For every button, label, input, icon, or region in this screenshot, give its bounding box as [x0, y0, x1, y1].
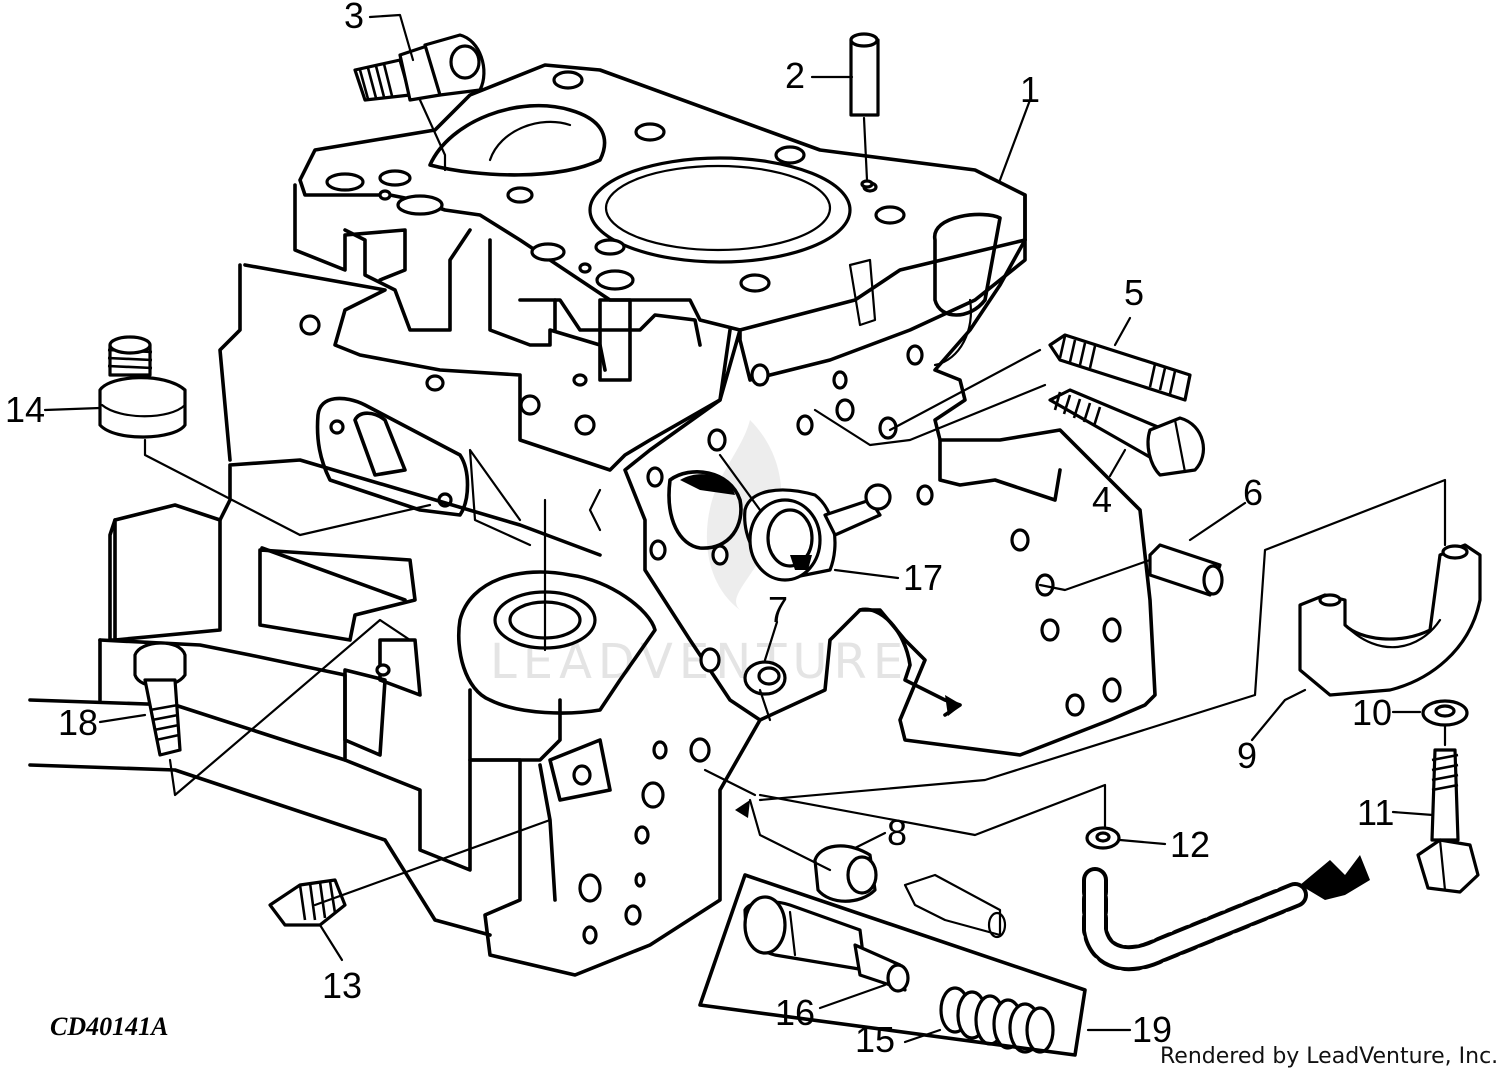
deck-holes — [325, 70, 906, 293]
part-15-spring — [939, 986, 1055, 1054]
callout-labels: 1 2 3 4 5 6 7 8 9 10 11 12 13 14 15 16 1… — [5, 0, 1394, 1060]
part-4-cap-screw — [1048, 388, 1205, 477]
callout-10: 10 — [1352, 692, 1392, 733]
callout-19: 19 — [1132, 1009, 1172, 1050]
part-7-plug — [743, 660, 787, 696]
callout-1: 1 — [1020, 69, 1040, 110]
callout-2: 2 — [785, 55, 805, 96]
part-14-plug — [98, 335, 187, 439]
part-9-bearing-cap — [1298, 543, 1482, 697]
block-face-holes — [299, 314, 1122, 945]
credit-text: Rendered by LeadVenture, Inc. — [1160, 1044, 1498, 1069]
engine-block — [28, 63, 1157, 977]
part-19-valve-kit-box — [698, 873, 1087, 1057]
callout-4: 4 — [1092, 479, 1112, 520]
callout-3: 3 — [344, 0, 364, 36]
part-2-dowel-pin — [849, 32, 880, 189]
part-10-washer — [1421, 699, 1469, 727]
callout-14: 14 — [5, 389, 45, 430]
callout-6: 6 — [1243, 472, 1263, 513]
part-16-valve — [743, 895, 910, 993]
callout-leaders — [43, 13, 1435, 1044]
callout-5: 5 — [1124, 272, 1144, 313]
callout-7: 7 — [768, 589, 788, 630]
callout-12: 12 — [1170, 824, 1210, 865]
part-18-cap-screw — [133, 641, 187, 757]
part-8-fitting — [813, 844, 1007, 939]
part-13-set-screw — [268, 878, 347, 927]
callout-15: 15 — [855, 1019, 895, 1060]
oil-tube — [1082, 855, 1370, 972]
callout-8: 8 — [887, 812, 907, 853]
callout-13: 13 — [322, 965, 362, 1006]
callout-16: 16 — [775, 992, 815, 1033]
part-17-bushing — [743, 483, 892, 582]
figure-id: CD40141A — [50, 1012, 168, 1041]
callout-18: 18 — [58, 702, 98, 743]
assembly-lines — [143, 348, 1447, 907]
callout-11: 11 — [1357, 792, 1394, 833]
part-12-washer — [1085, 826, 1121, 850]
part-11-cap-screw — [1416, 748, 1480, 894]
part-5-stud — [1048, 333, 1192, 402]
part-3-fitting — [353, 33, 486, 172]
callout-9: 9 — [1237, 735, 1257, 776]
callout-17: 17 — [903, 557, 943, 598]
part-6-pin — [1148, 543, 1224, 597]
